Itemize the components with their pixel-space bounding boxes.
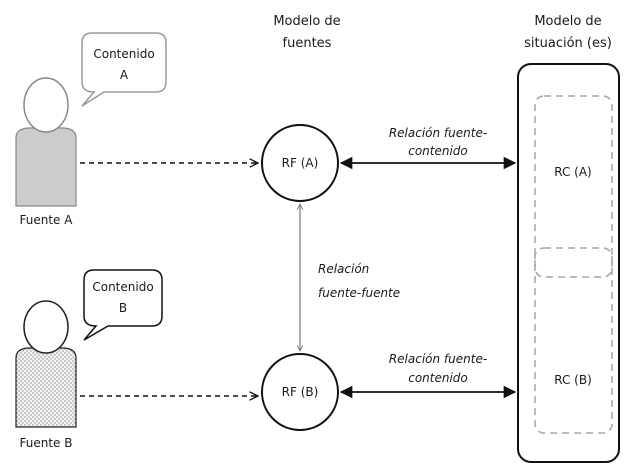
content-node-b-box — [534, 247, 613, 434]
source-model-heading-line1: Modelo de — [273, 14, 340, 29]
source-content-b-line2: contenido — [408, 371, 468, 385]
source-a-label: Fuente A — [20, 213, 74, 227]
situation-model-container — [517, 63, 620, 463]
bubble-a-line1: Contenido — [93, 47, 154, 61]
situation-model-heading-line1: Modelo de — [534, 14, 601, 29]
source-node-b — [261, 353, 339, 431]
source-node-a-label: RF (A) — [282, 156, 319, 170]
person-a-icon — [15, 77, 77, 207]
source-node-a — [261, 124, 339, 202]
source-b-label: Fuente B — [20, 436, 73, 450]
situation-model-heading-line2: situación (es) — [524, 36, 612, 51]
source-content-a-line1: Relación fuente- — [389, 126, 487, 140]
source-source-label-line1: Relación — [318, 262, 369, 276]
source-model-heading-line2: fuentes — [283, 36, 332, 51]
person-b-icon — [15, 300, 77, 428]
source-content-a-line2: contenido — [408, 144, 468, 158]
content-node-a-label: RC (A) — [554, 165, 592, 179]
content-node-a-box — [534, 95, 613, 278]
bubble-b-line2: B — [119, 301, 127, 315]
bubble-b-line1: Contenido — [92, 280, 153, 294]
speech-bubble-b: Contenido B — [83, 269, 163, 341]
source-content-b-line1: Relación fuente- — [389, 352, 487, 366]
speech-bubble-a: Contenido A — [81, 32, 167, 107]
source-node-b-label: RF (B) — [282, 385, 319, 399]
content-node-b-label: RC (B) — [554, 373, 592, 387]
bubble-a-line2: A — [120, 68, 129, 82]
source-source-label-line2: fuente-fuente — [318, 286, 400, 300]
